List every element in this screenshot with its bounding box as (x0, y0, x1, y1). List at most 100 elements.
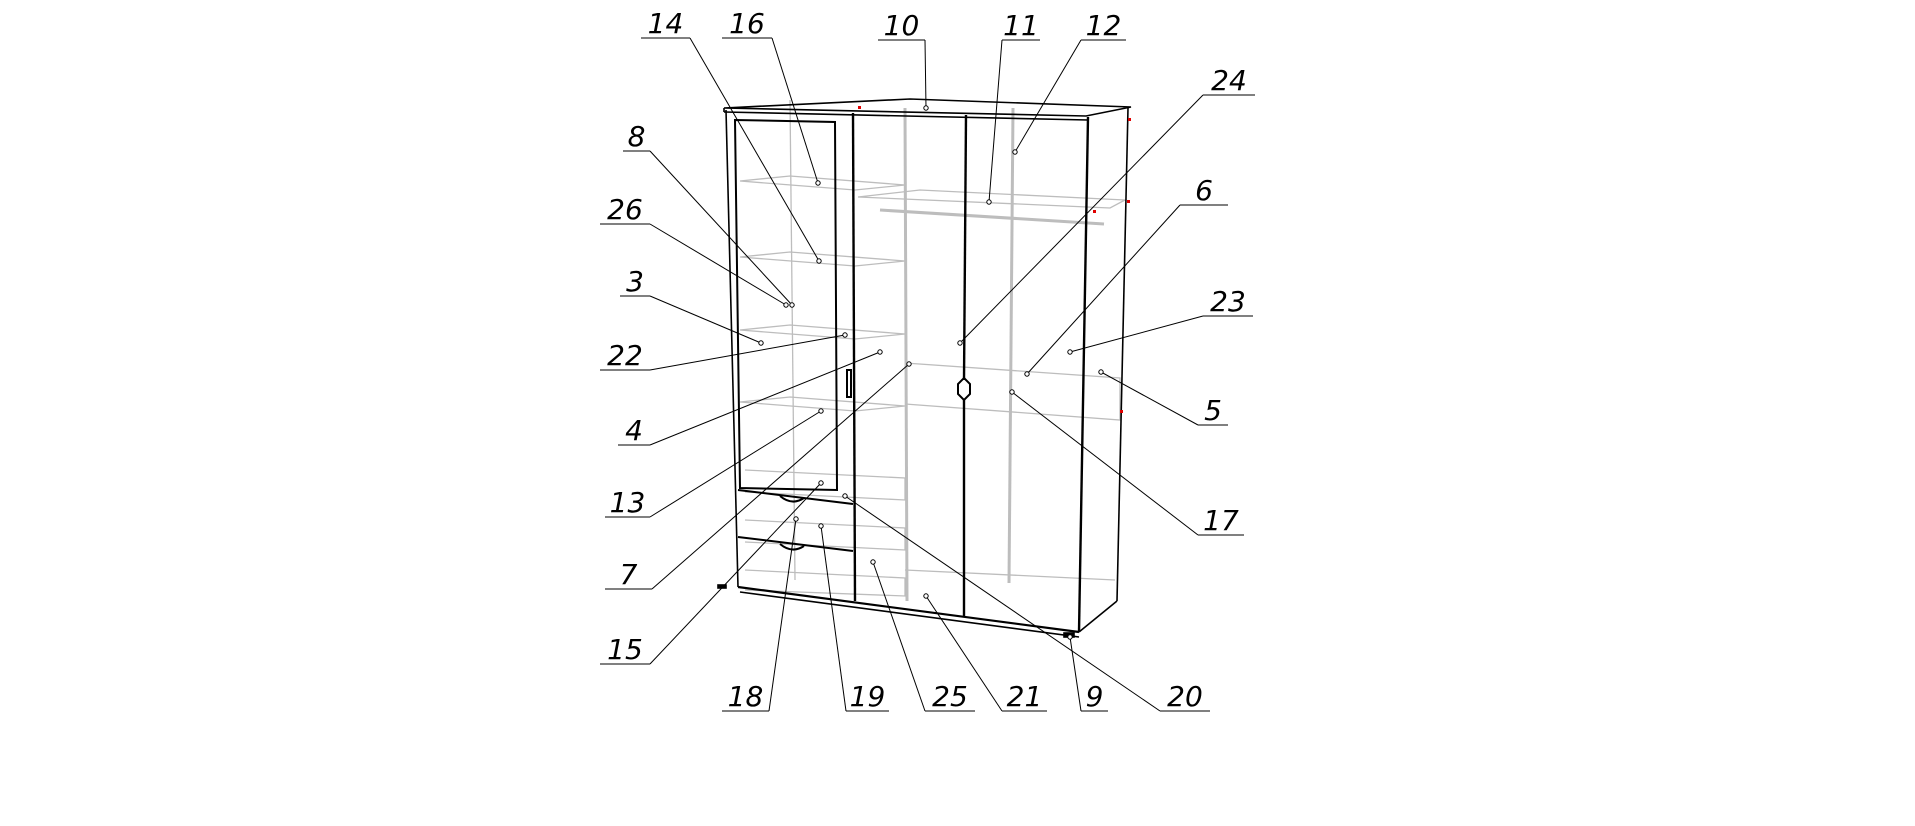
top-front-edge (723, 111, 1089, 121)
drawer-handle (779, 495, 805, 503)
callout-number: 16 (729, 7, 765, 40)
callout-number: 10 (884, 9, 920, 42)
leader-dot (1024, 371, 1030, 377)
leader-dot (816, 258, 822, 264)
interior-partition-right (1007, 107, 1015, 584)
callout-15: 15 (600, 480, 824, 666)
callout-7: 7 (605, 361, 912, 591)
shelf (739, 396, 906, 412)
leader-line (872, 561, 926, 712)
interior-partition (903, 107, 909, 602)
leader-line (771, 37, 819, 184)
leader-dot (923, 593, 929, 599)
leader-dot (906, 361, 912, 367)
shelf (739, 175, 906, 191)
callout-number: 5 (1204, 394, 1222, 427)
leader-line (649, 223, 787, 306)
callout-number: 13 (610, 486, 646, 519)
bottom-front-edge (737, 585, 1080, 634)
left-side-edge (725, 109, 739, 588)
leader-dot (842, 493, 848, 499)
leader-line (689, 37, 820, 262)
callout-20: 20 (842, 493, 1210, 713)
callout-26: 26 (600, 193, 789, 308)
callout-19: 19 (818, 523, 889, 713)
leader-line (649, 482, 822, 665)
leader-dot (815, 180, 821, 186)
callout-number: 14 (648, 7, 684, 40)
leader-dot (877, 349, 883, 355)
callout-number: 26 (607, 193, 643, 226)
leader-dot (818, 523, 824, 529)
callout-number: 9 (1086, 680, 1104, 713)
callout-number: 7 (620, 558, 638, 591)
drawer-box (744, 569, 906, 597)
leader-dot (818, 408, 824, 414)
leader-line (820, 525, 847, 712)
interior-line (789, 99, 796, 581)
hanging-shelf (857, 189, 1128, 209)
callout-number: 12 (1086, 9, 1122, 42)
leader-line (649, 150, 793, 306)
callout-16: 16 (722, 7, 821, 186)
right-front-edge (1077, 116, 1090, 633)
leader-line (924, 39, 927, 109)
leader-line (649, 295, 762, 344)
right-bottom-edge (1078, 600, 1118, 633)
callout-9: 9 (1067, 634, 1108, 713)
callout-10: 10 (878, 9, 929, 111)
leader-dot (957, 340, 963, 346)
callout-number: 19 (850, 680, 886, 713)
leader-dot (1067, 634, 1073, 640)
callout-number: 4 (625, 414, 643, 447)
callout-number: 15 (607, 633, 643, 666)
leader-line (651, 363, 910, 590)
leader-line (1100, 371, 1199, 426)
leader-line (649, 334, 846, 371)
callout-number: 20 (1167, 680, 1203, 713)
callout-17: 17 (1009, 389, 1244, 537)
glass-door-handle (846, 369, 852, 398)
drawer-top-edge (737, 489, 854, 505)
middle-shelf (904, 362, 1121, 421)
leader-line (1069, 315, 1204, 353)
shelf (739, 251, 906, 267)
callout-8: 8 (623, 120, 795, 308)
leader-dot (758, 340, 764, 346)
leader-line (1014, 39, 1082, 153)
leader-dot (1067, 349, 1073, 355)
drawer-split-edge (737, 536, 854, 552)
leader-dot (1009, 389, 1015, 395)
leader-dot (793, 516, 799, 522)
callout-number: 23 (1210, 285, 1246, 318)
callout-4: 4 (618, 349, 883, 447)
red-markers (858, 106, 1131, 413)
callout-number: 3 (626, 265, 644, 298)
leader-dot (870, 559, 876, 565)
leader-line (1069, 636, 1082, 712)
callout-number: 21 (1007, 680, 1043, 713)
callout-number: 17 (1203, 504, 1239, 537)
leader-line (925, 595, 1003, 712)
callout-3: 3 (620, 265, 764, 346)
callout-5: 5 (1098, 369, 1228, 427)
leader-dot (783, 302, 789, 308)
leader-dot (986, 199, 992, 205)
leader-dot (789, 302, 795, 308)
leader-line (959, 94, 1204, 344)
leader-dot (842, 332, 848, 338)
leader-dot (1098, 369, 1104, 375)
callout-number: 22 (607, 339, 643, 372)
callout-22: 22 (600, 332, 848, 372)
shelf (739, 324, 906, 340)
top-panel (723, 98, 1132, 117)
clothes-rail (879, 208, 1105, 226)
leader-line (988, 39, 1003, 203)
drawer-box (744, 519, 906, 551)
callout-number: 8 (628, 120, 646, 153)
callout-11: 11 (986, 9, 1040, 205)
leader-dot (818, 480, 824, 486)
door-split-middle (962, 114, 968, 381)
